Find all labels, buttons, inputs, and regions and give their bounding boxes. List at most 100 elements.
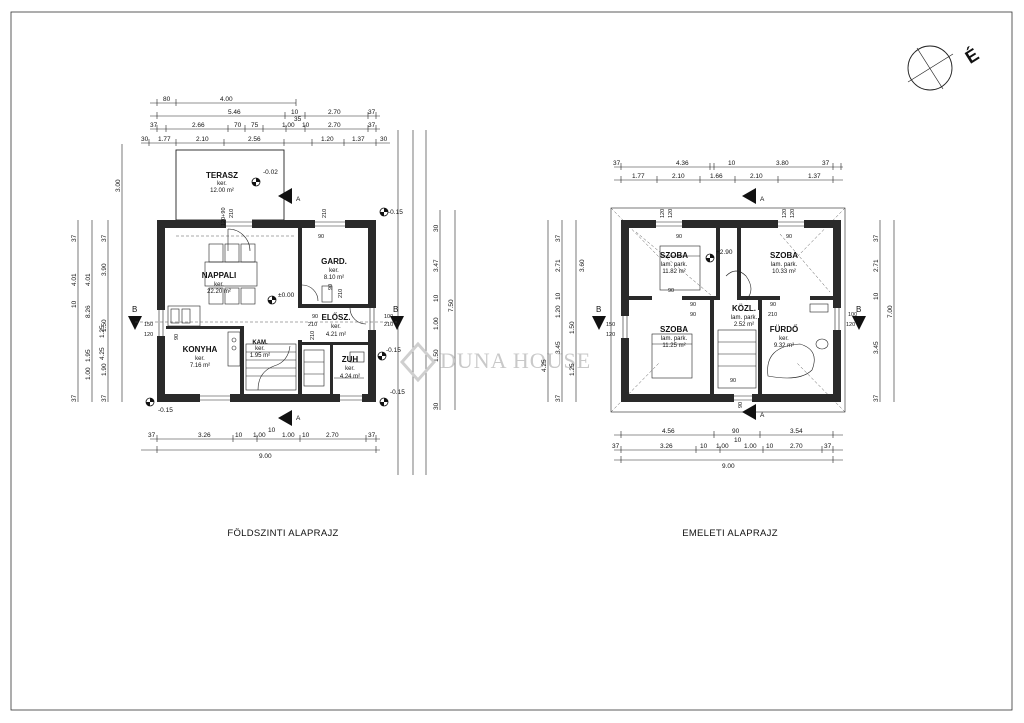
dim-text: 10 — [734, 437, 742, 444]
room-szoba2-name: SZOBA — [770, 251, 798, 260]
dim-text: 10 — [433, 294, 440, 302]
room-eloter-area: 4.21 m² — [326, 332, 346, 338]
dim-text: 90 — [690, 302, 696, 308]
level-out-1: -0.15 — [388, 209, 403, 216]
dim-text: 75 — [251, 122, 259, 129]
dim-text: 4.00 — [220, 96, 233, 103]
sheet-border — [10, 11, 1013, 711]
room-szoba1-name: SZOBA — [660, 251, 688, 260]
dim-text: 7.00 — [887, 305, 894, 318]
dim-text: 90 — [676, 234, 682, 240]
dim-text: 8.26 — [85, 305, 92, 318]
room-furdo-area: 9.32 m² — [774, 343, 794, 349]
dim-text: 37 — [873, 234, 880, 242]
room-szoba3-name: SZOBA — [660, 325, 688, 334]
dim-text: 37 — [368, 109, 376, 116]
dim-text: 2.10 — [196, 136, 209, 143]
dim-text: 37 — [101, 234, 108, 242]
dim-text: 10 — [235, 432, 243, 439]
dim-text: 3.26 — [198, 432, 211, 439]
section-a-top-label: A — [296, 196, 301, 203]
dim-text: 120 — [782, 209, 788, 218]
dim-text: 37 — [71, 394, 78, 402]
section-b-left-label: B — [132, 305, 137, 314]
upper-section-b-right: B — [856, 305, 861, 314]
room-gard-name: GARD. — [321, 257, 347, 266]
dim-text: 37 — [368, 432, 376, 439]
kitchen-counter — [227, 331, 241, 367]
dim-text: 4.25 — [541, 359, 548, 372]
dim-text: 10 — [302, 432, 310, 439]
room-kamra-area: 1.95 m² — [250, 353, 270, 359]
dim-text: 120 — [790, 209, 796, 218]
dim-text: 90 — [318, 234, 324, 240]
room-terasz-name: TERASZ — [206, 171, 238, 180]
dim-text: 1.25 — [569, 363, 576, 376]
dim-text: 210 — [338, 289, 344, 298]
room-gard-area: 8.10 m² — [324, 275, 344, 281]
room-zuh-area: 4.24 m² — [340, 374, 360, 380]
level-out-4: -0.15 — [386, 347, 401, 354]
dim-text: 1.00 — [253, 432, 266, 439]
dim-text: 1.00 — [282, 432, 295, 439]
ground-floor-caption: FÖLDSZINTI ALAPRAJZ — [227, 528, 338, 539]
level-out-2: -0.15 — [158, 407, 173, 414]
dim-text: 2.66 — [192, 122, 205, 129]
room-gard-floor: ker. — [329, 268, 339, 274]
dim-text: 4.01 — [85, 273, 92, 286]
dim-text: 90 — [786, 234, 792, 240]
dim-total: 9.00 — [722, 463, 735, 470]
dim-text: 37 — [150, 122, 158, 129]
dim-text: 10 — [873, 292, 880, 300]
dim-text: 1.20 — [555, 305, 562, 318]
dim-text: 120 — [144, 332, 153, 338]
dim-text: 10 — [728, 160, 736, 167]
upper-section-a-bottom: A — [760, 412, 765, 419]
level-upper: +2.90 — [716, 249, 733, 256]
dim-text: 3.45 — [873, 341, 880, 354]
dim-text: 210 — [308, 322, 317, 328]
dim-text: 2.70 — [790, 443, 803, 450]
dim-text: 10 — [291, 109, 299, 116]
dim-text: 5.46 — [228, 109, 241, 116]
dim-text: 37 — [368, 122, 376, 129]
room-szoba3-area: 11.25 m² — [662, 343, 685, 349]
dim-text: 3.80 — [776, 160, 789, 167]
dim-text: 1.00 — [85, 367, 92, 380]
dim-text: 1.95 — [85, 349, 92, 362]
dim-text: 37 — [612, 443, 620, 450]
dim-text: 1.77 — [632, 173, 645, 180]
room-eloter-floor: ker. — [331, 324, 341, 330]
dim-text: 37 — [555, 394, 562, 402]
dim-text: 210 — [384, 322, 393, 328]
dim-text: 1.20 — [321, 136, 334, 143]
dim-text: 3.90 — [101, 263, 108, 276]
room-kamra-floor: ker. — [255, 346, 265, 352]
dim-text: 90 — [668, 288, 674, 294]
dim-text: 120 — [668, 209, 674, 218]
dim-text: 3.45 — [555, 341, 562, 354]
level-markers — [145, 177, 389, 407]
north-compass-icon: É — [907, 43, 982, 91]
ground-stairs — [245, 343, 297, 391]
dim-text: 2.71 — [873, 259, 880, 272]
room-nappali-area: 22.20 m² — [207, 289, 231, 295]
dim-text: 35 — [294, 116, 302, 123]
dim-text: 37 — [824, 443, 832, 450]
dim-text: 37 — [873, 394, 880, 402]
room-konyha-floor: ker. — [195, 356, 205, 362]
dim-text: 37 — [822, 160, 830, 167]
dim-text: 90 — [328, 284, 334, 290]
dim-text: 10 — [71, 300, 78, 308]
dim-text: 30 — [141, 136, 149, 143]
room-szoba2-area: 10.33 m² — [772, 269, 796, 275]
dim-text: 30 — [433, 402, 440, 410]
dim-text: 4.36 — [676, 160, 689, 167]
upper-furniture — [651, 245, 829, 389]
section-b-right-label: B — [393, 305, 398, 314]
room-kozl-area: 2.52 m² — [734, 322, 754, 328]
compass-label: É — [961, 43, 982, 67]
dim-text: 80 — [163, 96, 171, 103]
dim-text: 1.50 — [101, 319, 108, 332]
